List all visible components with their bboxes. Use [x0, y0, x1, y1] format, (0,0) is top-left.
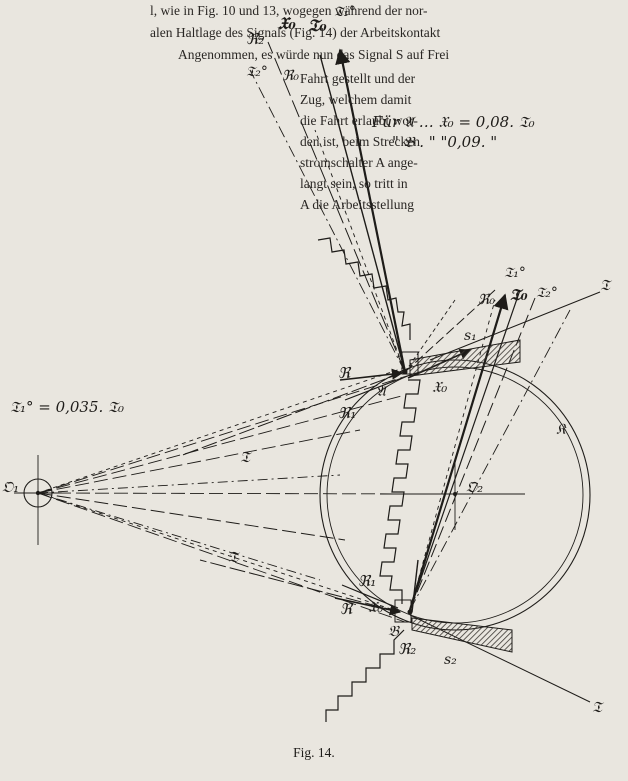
label-x0-lower: 𝔛₀ [368, 598, 384, 616]
label-r1-lower: ℜ₁ [358, 572, 377, 590]
text-line: Fahrt gestellt und der [300, 71, 416, 86]
tangent-lines [179, 291, 601, 703]
label-o1: 𝔒₁ [2, 478, 20, 496]
text-line: die Fahrt erlaubt wor- [300, 113, 418, 128]
label-x0-top: 𝔛₀ [278, 14, 296, 34]
label-t1-ratio: 𝔗₁° = 0,035. 𝔗₀ [10, 398, 124, 416]
label-s1: s₁ [464, 328, 477, 344]
a-contact-block [401, 351, 419, 375]
text-line: stromschalter A ange- [300, 155, 418, 170]
label-t2-right: 𝔗₂° [536, 285, 558, 301]
label-r-upper: ℜ [338, 364, 351, 382]
text-line: alen Haltlage des Signals (Fig. 14) der … [150, 25, 441, 40]
wheel-tooth-profile [379, 379, 421, 604]
upper-force-lines [249, 41, 456, 373]
figure-caption: Fig. 14. [293, 745, 335, 760]
label-r-lower: ℜ [340, 600, 353, 618]
label-r2-top: ℜ₂ [246, 30, 265, 48]
label-t0-top: 𝔗₀ [308, 16, 327, 36]
label-ro-right: ℜ₀ [478, 292, 496, 308]
text-line: Zug, welchem damit [300, 92, 412, 107]
label-a: 𝔄 [376, 382, 386, 400]
rack-tooth-profile [317, 237, 411, 340]
point-a [402, 369, 408, 375]
text-line: den ist, beim Strecken- [300, 134, 420, 149]
label-t2-top: 𝔗₂° [246, 64, 268, 80]
text-line: A die Arbeitsstellung [300, 197, 414, 212]
label-s2: s₂ [444, 652, 457, 668]
point-b [407, 609, 413, 615]
label-t1-right: 𝔗₁° [504, 265, 526, 281]
label-ro-top: ℜ₀ [282, 68, 300, 84]
lower-rack-tooth-profile [325, 629, 405, 722]
label-k: 𝔎 [556, 420, 566, 438]
label-t-left-upper: 𝔗 [240, 448, 250, 466]
label-o2: 𝔒₂ [466, 478, 484, 496]
ratio-annotation: Für 𝔄 … 𝔛₀ = 0,08. 𝔗₀ " 𝔅 . " "0,09. " [372, 112, 535, 152]
label-t1-top: 𝔗₁° [334, 4, 356, 20]
top-text-block: l, wie in Fig. 10 und 13, wogegen währen… [150, 0, 620, 66]
label-r1-upper: ℜ₁ [338, 404, 357, 422]
text-line: l, wie in Fig. 10 und 13, wogegen währen… [150, 3, 428, 18]
label-t-right-lower: 𝔗 [592, 698, 602, 716]
annotation-line: " 𝔅 . " "0,09. " [392, 133, 498, 151]
label-t-right-upper: 𝔗 [600, 276, 610, 294]
annotation-line: Für 𝔄 … 𝔛₀ = 0,08. 𝔗₀ [372, 113, 535, 131]
label-t0-right: 𝔗₀ [510, 285, 528, 304]
s2-hatched-wedge [411, 617, 513, 653]
label-x0-mid: 𝔛₀ [432, 378, 448, 396]
s1-hatched-wedge [409, 339, 521, 377]
label-r2-lower: ℜ₂ [398, 640, 417, 658]
label-b: 𝔅 [388, 622, 399, 640]
text-line: Angenommen, es würde nun das Signal S au… [178, 47, 450, 62]
label-t-left-lower: 𝔗 [228, 548, 238, 566]
upper-right-force-lines [404, 289, 571, 611]
